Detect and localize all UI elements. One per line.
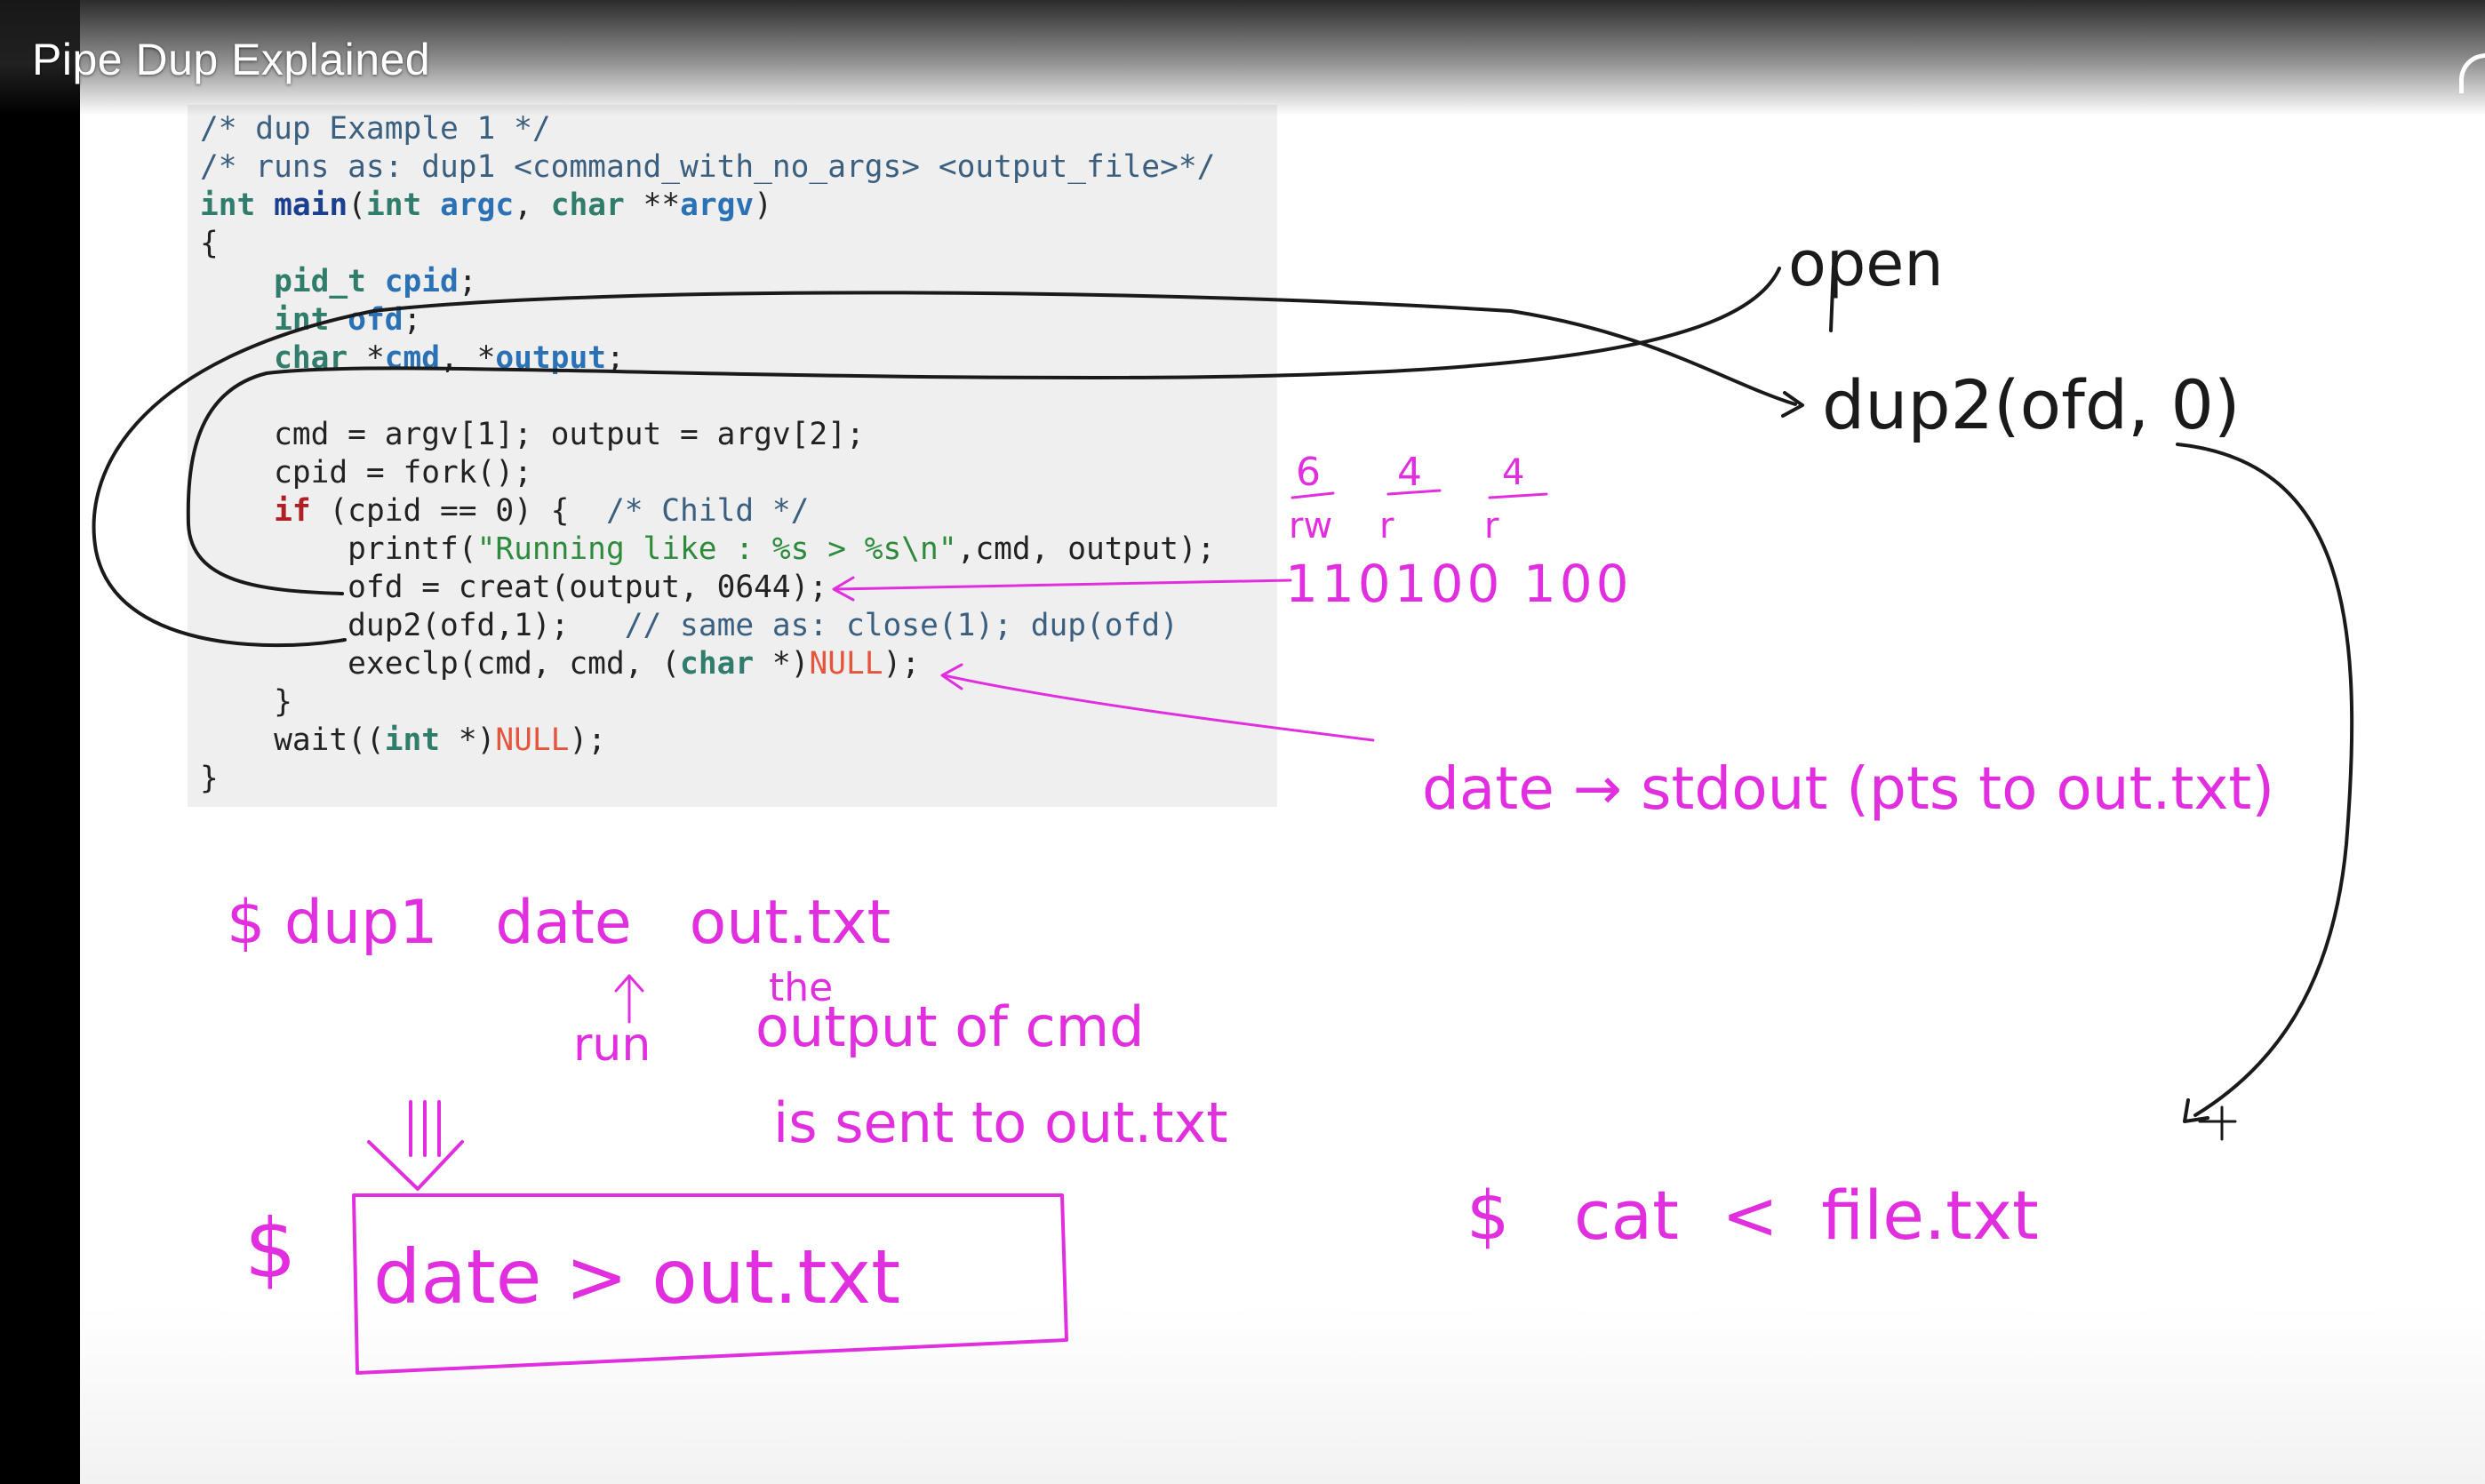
perm-letter-rw: rw — [1289, 506, 1333, 547]
code-token: main — [274, 187, 348, 223]
code-token: // same as: close(1); dup(ofd) — [624, 608, 1179, 643]
perm-digit-4b: 4 — [1502, 452, 1525, 493]
code-line: } — [200, 683, 1277, 722]
code-panel: /* dup Example 1 *//* runs as: dup1 <com… — [188, 105, 1277, 807]
perm-letter-r1: r — [1379, 506, 1394, 547]
share-corner-icon[interactable] — [2459, 53, 2485, 93]
code-line: dup2(ofd,1); // same as: close(1); dup(o… — [200, 607, 1277, 645]
perm-underline-3 — [1488, 492, 1548, 499]
code-line: pid_t cpid; — [200, 263, 1277, 301]
code-token: ); — [883, 646, 921, 682]
perm-digit-6: 6 — [1296, 450, 1321, 495]
date-stdout-note: date → stdout (pts to out.txt) — [1422, 754, 2275, 823]
code-token: if — [274, 493, 330, 529]
code-token: "Running like : %s > %s\n" — [476, 531, 957, 567]
video-title[interactable]: Pipe Dup Explained — [32, 35, 431, 84]
code-token: ) — [754, 187, 772, 223]
code-line: wait((int *)NULL); — [200, 722, 1277, 760]
code-token: int — [365, 187, 441, 223]
code-token: wait(( — [200, 722, 385, 758]
code-line: /* dup Example 1 */ — [200, 110, 1277, 148]
code-token: int — [200, 187, 275, 223]
code-listing: /* dup Example 1 *//* runs as: dup1 <com… — [200, 110, 1277, 798]
code-token: char — [680, 646, 772, 682]
code-token: argc — [440, 187, 515, 223]
dup2-to-annotation-arrow — [92, 291, 1797, 648]
pointer-cursor — [2198, 1105, 2237, 1141]
code-token: *) — [771, 646, 810, 682]
dollar-prompt: $ — [244, 1201, 297, 1297]
code-token: ); — [569, 722, 606, 758]
code-line: } — [200, 760, 1277, 798]
code-line: ofd = creat(output, 0644); — [200, 569, 1277, 607]
code-token: printf( — [200, 531, 477, 567]
stdin-arrowhead — [2183, 1098, 2209, 1123]
exec-arrowhead — [940, 663, 963, 690]
perm-underline-1 — [1290, 491, 1335, 499]
code-token: NULL — [809, 646, 883, 682]
code-token: int — [274, 302, 348, 338]
cmd-example: $ dup1 date out.txt — [227, 888, 891, 958]
perm-arrow — [834, 578, 1292, 591]
dup2-arrowhead — [1781, 391, 1804, 418]
code-token: { — [200, 226, 219, 261]
code-token: char — [550, 187, 643, 223]
open-to-creat-arrow — [186, 267, 1781, 595]
code-token: cpid = fork(); — [200, 455, 532, 491]
cat-command: $ cat < file.txt — [1466, 1176, 2039, 1255]
redirect-command: date > out.txt — [373, 1233, 901, 1320]
open-stem — [1829, 265, 1835, 332]
code-token: pid_t — [274, 264, 385, 299]
code-line: cpid = fork(); — [200, 454, 1277, 492]
video-title-bar: Pipe Dup Explained — [0, 0, 2485, 116]
code-token: (cpid == 0) { — [329, 493, 606, 529]
output-of-cmd: output of cmd — [755, 994, 1145, 1059]
open-label: open — [1788, 227, 1944, 300]
code-token: ( — [348, 187, 366, 223]
implies-arrow — [367, 1100, 464, 1191]
code-token: NULL — [495, 722, 570, 758]
dup2-annotation: dup2(ofd, 0) — [1822, 365, 2241, 444]
exec-arrow — [942, 674, 1375, 742]
run-label: run — [573, 1018, 651, 1072]
sent-to-note: is sent to out.txt — [773, 1090, 1228, 1155]
code-token: ; — [605, 340, 625, 376]
redirect-box-outline — [352, 1193, 1068, 1375]
code-token: ofd = creat(output, 0644); — [200, 570, 828, 605]
code-token: ; — [458, 264, 477, 299]
code-token: ,cmd, output); — [956, 531, 1216, 567]
code-token: } — [200, 761, 219, 796]
perm-digit-4a: 4 — [1397, 450, 1422, 495]
code-line: /* runs as: dup1 <command_with_no_args> … — [200, 148, 1277, 187]
code-line: { — [200, 225, 1277, 263]
code-token: /* dup Example 1 */ — [200, 111, 551, 147]
code-token: /* Child */ — [605, 493, 810, 529]
code-line: if (cpid == 0) { /* Child */ — [200, 492, 1277, 531]
code-token: ** — [643, 187, 681, 223]
perm-letter-r2: r — [1484, 506, 1499, 547]
perm-underline-2 — [1386, 489, 1442, 496]
code-line: int main(int argc, char **argv) — [200, 187, 1277, 225]
code-token: argv — [680, 187, 755, 223]
code-token: , — [514, 187, 551, 223]
code-token: } — [200, 684, 292, 720]
perm-bits: 110100 100 — [1285, 554, 1633, 614]
run-up-arrow — [614, 974, 644, 1024]
code-token: dup2(ofd,1); — [200, 608, 625, 643]
code-line: printf("Running like : %s > %s\n",cmd, o… — [200, 531, 1277, 569]
code-token: cmd = argv[1]; output = argv[2]; — [200, 417, 865, 452]
stdin-arc — [2176, 443, 2354, 1117]
code-token: execlp(cmd, cmd, ( — [200, 646, 681, 682]
code-line: cmd = argv[1]; output = argv[2]; — [200, 416, 1277, 454]
code-token: /* runs as: dup1 <command_with_no_args> … — [200, 149, 1216, 185]
code-token: ; — [403, 302, 422, 338]
code-token: cpid — [384, 264, 459, 299]
the-label: the — [769, 965, 834, 1010]
code-token: int — [384, 722, 459, 758]
code-token: *) — [458, 722, 496, 758]
code-line: execlp(cmd, cmd, (char *)NULL); — [200, 645, 1277, 683]
perm-arrowhead — [832, 576, 855, 602]
